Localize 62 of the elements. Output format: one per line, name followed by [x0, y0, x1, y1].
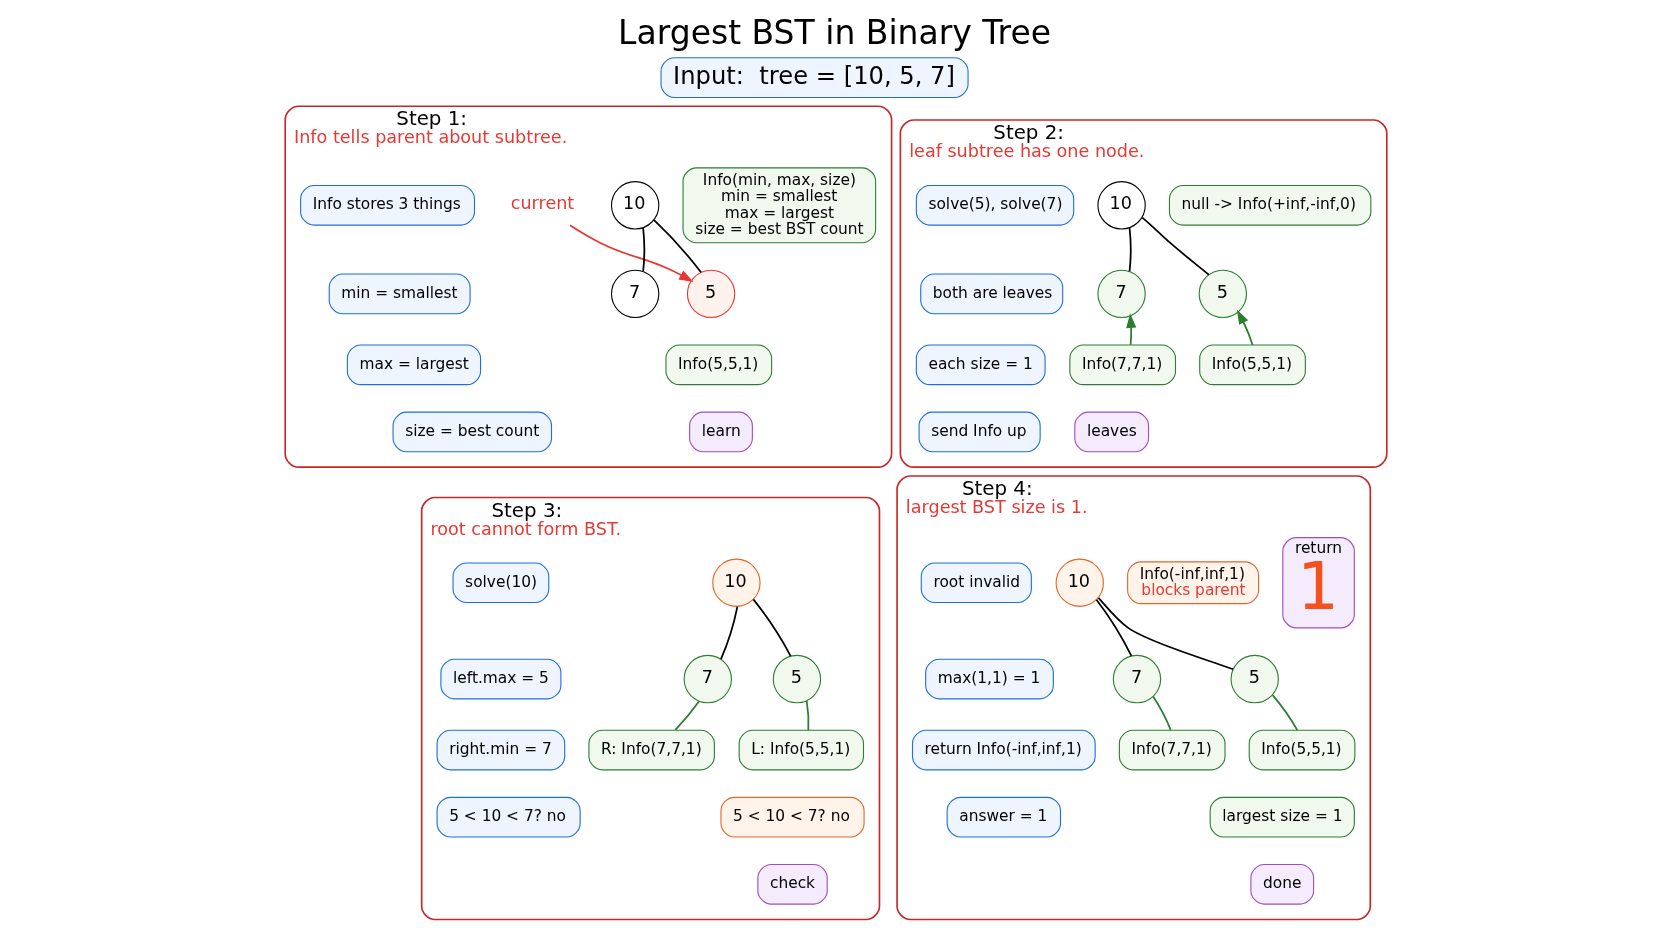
- node-circle: 7: [610, 269, 660, 319]
- connector: [674, 700, 700, 731]
- node-circle: 5: [1230, 654, 1279, 704]
- connector: [652, 219, 702, 274]
- connector: [1097, 596, 1235, 670]
- arrow: [1236, 309, 1254, 346]
- connector: [1095, 598, 1133, 657]
- node-box: left.max = 5: [440, 658, 562, 700]
- node-box: Info(-inf,inf,1) blocks parent: [1127, 561, 1260, 605]
- connector: [1152, 695, 1172, 731]
- node-box: Info(5,5,1): [665, 344, 773, 386]
- node-box: Input: tree = [10, 5, 7]: [660, 57, 969, 98]
- node-box: learn: [689, 411, 753, 453]
- node-box: solve(10): [452, 562, 550, 604]
- node-circle: 7: [1112, 654, 1162, 704]
- node-box: Info(7,7,1): [1069, 344, 1177, 386]
- node-box: Info stores 3 things: [300, 184, 476, 226]
- node-box: Info(7,7,1): [1118, 729, 1226, 771]
- node-box: min = smallest: [328, 273, 471, 315]
- node-box: solve(5), solve(7): [915, 184, 1075, 226]
- node-box: max = largest: [346, 344, 482, 386]
- node-box: size = best count: [392, 411, 553, 453]
- node-circle: 10: [610, 181, 660, 230]
- node-circle: 7: [1097, 269, 1146, 319]
- node-box: done: [1250, 863, 1315, 905]
- node-circle: 5: [772, 654, 822, 704]
- node-box: Info(5,5,1): [1248, 729, 1356, 771]
- node-circle: 5: [1198, 269, 1248, 319]
- node-box: leaves: [1074, 411, 1150, 453]
- node-box: answer = 1: [946, 796, 1062, 838]
- node-box: null -> Info(+inf,-inf,0): [1168, 184, 1372, 226]
- connector: [805, 699, 810, 732]
- node-box: send Info up: [918, 411, 1041, 453]
- node-box: Info(min, max, size) min = smallest max = largest size = best BST count: [682, 167, 877, 244]
- node-circle: 10: [1055, 558, 1104, 607]
- node-box: each size = 1: [915, 344, 1046, 386]
- connector: [1271, 694, 1299, 731]
- node-circle: 7: [683, 654, 732, 704]
- node-box: check: [757, 863, 828, 905]
- node-box: L: Info(5,5,1): [738, 729, 865, 771]
- node-box: largest size = 1: [1209, 796, 1355, 838]
- node-box: max(1,1) = 1: [925, 658, 1054, 700]
- node-box: right.min = 7: [436, 729, 566, 771]
- connector: [1128, 226, 1132, 273]
- arrow: [569, 224, 694, 282]
- node-box: R: Info(7,7,1): [588, 729, 715, 771]
- node-circle: 10: [1097, 181, 1146, 230]
- node-box: 5 < 10 < 7? no: [720, 796, 865, 838]
- node-text: current: [510, 193, 575, 214]
- node-circle: 5: [686, 269, 736, 319]
- node-circle: 10: [712, 558, 761, 607]
- node-box: both are leaves: [920, 273, 1064, 315]
- node-box: 5 < 10 < 7? no: [436, 796, 581, 838]
- connector: [642, 226, 646, 273]
- node-box: root invalid: [920, 562, 1032, 604]
- node-box: Info(5,5,1): [1199, 344, 1306, 386]
- connector: [720, 605, 739, 661]
- connector: [1141, 216, 1210, 276]
- diagram-title: Largest BST in Binary Tree: [618, 12, 1052, 52]
- node-box: return Info(-inf,inf,1): [911, 729, 1096, 771]
- connector: [752, 598, 792, 657]
- arrow: [1126, 313, 1137, 346]
